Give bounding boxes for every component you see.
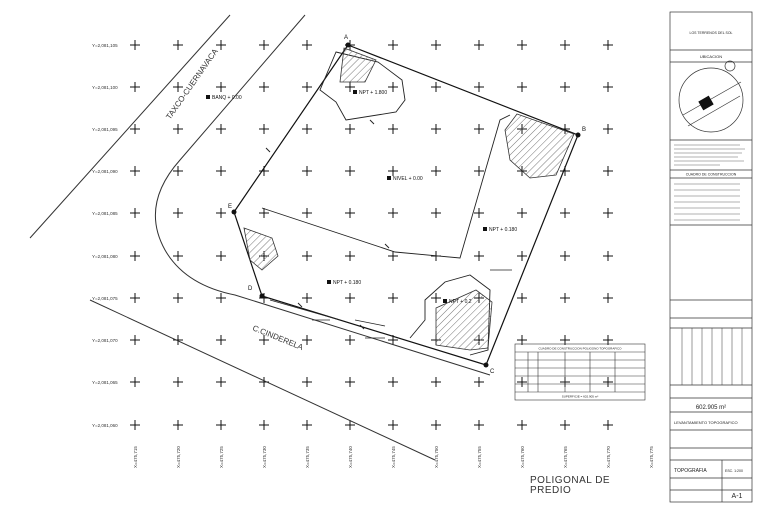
vertex-marker [483,362,489,368]
vertex-label: E [228,204,232,210]
y-label: Y=2,081,075 [92,296,118,301]
coordinate-grid [130,40,613,430]
y-label: Y=2,081,060 [92,423,118,428]
level-npt-1: NPT + 1.800 [359,90,387,96]
edge-ticks [265,119,390,330]
y-label: Y=2,081,100 [92,85,118,90]
vertex-label: B [582,127,586,133]
vertex-label: D [248,286,253,292]
table-title: CUADRO DE CONSTRUCCION POLIGONO TOPOGRAF… [538,347,622,351]
y-label: Y=2,081,085 [92,211,118,216]
panel-project: LEVANTAMIENTO TOPOGRAFICO [674,420,738,425]
y-label: Y=2,081,070 [92,338,118,343]
drawing-title: POLIGONAL DE PREDIO [530,476,610,496]
location-marker [698,95,714,111]
panel-area: 602.905 m² [696,405,726,411]
panel-grid [681,328,743,385]
x-label: X=475,755 [477,446,482,468]
street-label-cinderela: C.CINDERELA [251,324,305,353]
y-label: Y=2,081,065 [92,380,118,385]
x-label: X=475,720 [176,446,181,468]
vertex-marker [345,42,351,48]
level-npt-3: NPT + 0.180 [333,280,361,286]
panel-header: LOS TERRENOS DEL SOL [690,31,733,35]
vertex-marker [259,293,265,299]
x-label: X=475,775 [649,446,654,468]
x-label: X=475,725 [219,446,224,468]
panel-drawing: TOPOGRAFIA [674,468,707,474]
level-banq: BANQ + 0.00 [212,95,242,101]
level-annotations: NPT + 1.800 BANQ + 0.00 NIVEL + 0.00 NPT… [206,90,517,305]
property-polygon [233,44,579,366]
drawing-title-line-2: PREDIO [530,485,572,496]
y-label: Y=2,081,105 [92,43,118,48]
x-label: X=475,740 [348,446,353,468]
x-label: X=475,770 [606,446,611,468]
title-block [669,11,753,503]
hatched-areas [243,47,575,351]
x-label: X=475,730 [262,446,267,468]
x-label: X=475,750 [434,446,439,468]
level-npt-4: NPT + 0.2 [449,299,472,305]
drawing-title-line-1: POLIGONAL DE [530,475,611,486]
y-label: Y=2,081,095 [92,127,118,132]
panel-table-header: CUADRO DE CONSTRUCCION [686,173,737,177]
panel-key: A-1 [732,493,743,500]
panel-notes [674,144,745,221]
table-footer: SUPERFICIE = 602.905 m² [562,395,599,399]
streets [29,14,491,461]
y-label: Y=2,081,080 [92,254,118,259]
level-npt-2: NPT + 0.180 [489,227,517,233]
vertex-marker [575,132,581,138]
construction-table [514,343,646,401]
vertex-marker [231,209,237,215]
panel-scale: ESC. 1:200 [725,469,743,473]
polygon-vertices: A B C D E [228,35,586,375]
x-label: X=475,745 [391,446,396,468]
vertex-label: A [344,35,348,41]
y-coordinate-labels: Y=2,081,105Y=2,081,100Y=2,081,095Y=2,081… [92,43,118,428]
vertex-label: C [490,369,495,375]
callouts [269,269,512,339]
x-label: X=475,735 [305,446,310,468]
x-label: X=475,715 [133,446,138,468]
y-label: Y=2,081,090 [92,169,118,174]
panel-location: UBICACION [700,54,722,59]
x-coordinate-labels: X=475,715 X=475,720 X=475,725 X=475,730 X=47… [133,446,654,468]
x-label: X=475,760 [520,446,525,468]
x-label: X=475,765 [563,446,568,468]
level-nivel: NIVEL + 0.00 [393,176,423,182]
